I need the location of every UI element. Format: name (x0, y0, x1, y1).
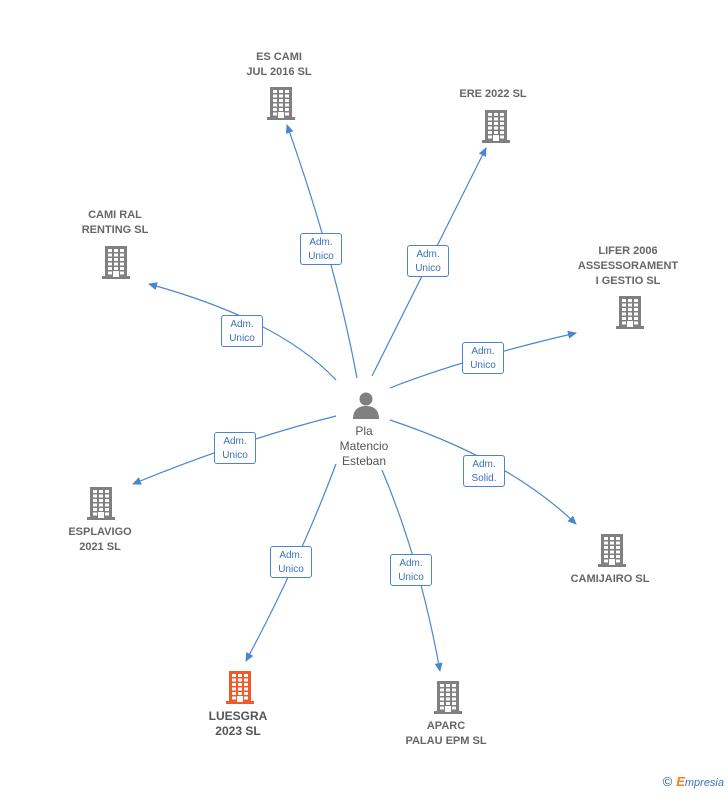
company-label-es-cami[interactable]: ES CAMI JUL 2016 SL (246, 50, 311, 80)
role-badge-esplavigo: Adm. Unico (214, 432, 256, 464)
company-label-line: RENTING SL (81, 224, 149, 236)
company-label-line: ASSESSORAMENT (577, 260, 679, 272)
building-icon[interactable] (265, 86, 297, 125)
role-badge-luesgra: Adm. Unico (270, 546, 312, 578)
company-label-line: ESPLAVIGO (68, 526, 132, 538)
role-text: Unico (308, 251, 334, 262)
brand-name: mpresia (684, 777, 724, 789)
role-text: Adm. (279, 550, 303, 561)
role-badge-aparc-palau: Adm. Unico (390, 554, 432, 586)
brand-logo: ©Empresia (663, 774, 724, 789)
role-text: Unico (470, 360, 496, 371)
company-label-cami-ral[interactable]: CAMI RAL RENTING SL (82, 208, 149, 238)
role-text: Adm. (223, 436, 247, 447)
company-label-line: PALAU EPM SL (405, 735, 487, 747)
company-label-line: LUESGRA (208, 709, 268, 723)
role-text: Adm. (399, 558, 423, 569)
company-label-line: CAMI RAL (88, 209, 142, 221)
company-label-line: LIFER 2006 (598, 245, 658, 257)
building-icon[interactable] (432, 680, 464, 719)
role-text: Unico (398, 572, 424, 583)
company-label-line: 2021 SL (79, 541, 121, 553)
building-icon[interactable] (596, 533, 628, 572)
role-badge-es-cami: Adm. Unico (300, 233, 342, 265)
company-label-line: I GESTIO SL (595, 275, 661, 287)
company-label-line: APARC (426, 720, 466, 732)
copyright-icon: © (662, 774, 673, 789)
company-label-line: 2023 SL (215, 724, 261, 738)
role-text: Adm. (471, 346, 495, 357)
role-text: Unico (222, 450, 248, 461)
building-icon[interactable] (100, 245, 132, 284)
role-text: Unico (415, 263, 441, 274)
company-label-line: CAMIJAIRO SL (570, 573, 650, 585)
role-text: Solid. (471, 473, 497, 484)
role-text: Adm. (309, 237, 333, 248)
company-label-line: ERE 2022 SL (459, 88, 527, 100)
company-label-aparc-palau[interactable]: APARC PALAU EPM SL (405, 719, 486, 749)
role-badge-camijairo: Adm. Solid. (463, 455, 505, 487)
brand-initial: E (676, 774, 685, 789)
company-label-esplavigo[interactable]: ESPLAVIGO 2021 SL (68, 525, 131, 555)
role-text: Adm. (472, 459, 496, 470)
company-label-ere-2022[interactable]: ERE 2022 SL (459, 87, 526, 102)
role-text: Adm. (230, 319, 254, 330)
role-badge-lifer-2006: Adm. Unico (462, 342, 504, 374)
person-name[interactable]: Pla Matencio Esteban (340, 424, 389, 469)
company-label-line: JUL 2016 SL (246, 66, 312, 78)
person-icon (351, 390, 381, 425)
company-label-camijairo[interactable]: CAMIJAIRO SL (571, 572, 650, 587)
role-text: Unico (229, 333, 255, 344)
building-icon[interactable] (480, 109, 512, 148)
building-icon[interactable] (224, 670, 256, 709)
role-text: Adm. (416, 249, 440, 260)
building-icon[interactable] (85, 486, 117, 525)
role-badge-ere-2022: Adm. Unico (407, 245, 449, 277)
role-text: Unico (278, 564, 304, 575)
role-badge-cami-ral: Adm. Unico (221, 315, 263, 347)
company-label-line: ES CAMI (256, 51, 302, 63)
person-name-line: Esteban (341, 454, 387, 468)
person-name-line: Pla (355, 424, 373, 438)
person-name-line: Matencio (339, 439, 389, 453)
building-icon[interactable] (614, 295, 646, 334)
